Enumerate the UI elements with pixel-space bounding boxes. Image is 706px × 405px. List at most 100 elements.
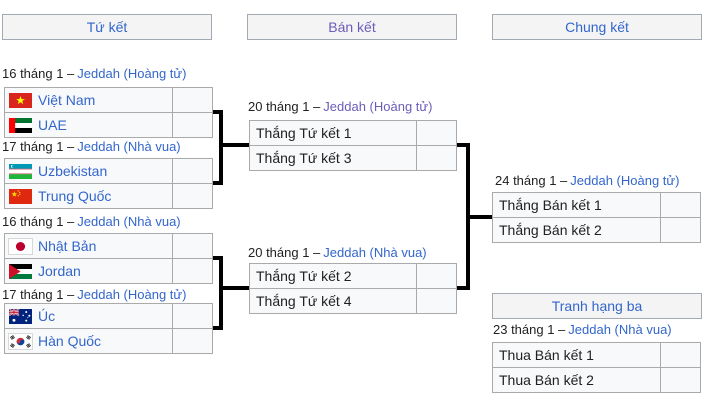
team-row: Thua Bán kết 2 <box>493 367 700 392</box>
match-date-sf2: 20 tháng 1 –Jeddah (Nhà vua) <box>248 245 427 260</box>
team-row: Thắng Tứ kết 1 <box>250 121 456 145</box>
date-text: 23 tháng 1 – <box>493 322 566 337</box>
round-header-link-semifinals[interactable]: Bán kết <box>328 19 376 35</box>
round-header-link-final[interactable]: Chung kết <box>565 19 629 35</box>
venue-link-qf2[interactable]: Jeddah (Nhà vua) <box>77 139 181 154</box>
match-qf2: Uzbekistan Trung Quốc <box>4 158 213 209</box>
round-header-final: Chung kết <box>492 14 702 40</box>
venue-link-qf4[interactable]: Jeddah (Hoàng tử) <box>77 287 187 302</box>
australia-flag-icon <box>9 308 32 324</box>
match-qf1: Việt Nam UAE <box>4 87 213 138</box>
jordan-flag-icon <box>9 263 32 279</box>
match-third-place: Thua Bán kết 1 Thua Bán kết 2 <box>492 342 701 393</box>
venue-link-third-place[interactable]: Jeddah (Nhà vua) <box>568 322 672 337</box>
team-row: UAE <box>5 112 212 137</box>
team-row: Thắng Tứ kết 3 <box>250 145 456 170</box>
team-row: Jordan <box>5 258 212 283</box>
match-date-qf3: 16 tháng 1 –Jeddah (Nhà vua) <box>2 214 181 229</box>
venue-link-sf1[interactable]: Jeddah (Hoàng tử) <box>323 99 433 114</box>
team-placeholder: Thua Bán kết 1 <box>499 347 594 363</box>
match-date-third-place: 23 tháng 1 –Jeddah (Nhà vua) <box>493 322 672 337</box>
team-placeholder: Thắng Tứ kết 4 <box>256 293 352 309</box>
team-link-uzbekistan[interactable]: Uzbekistan <box>38 163 108 179</box>
score-cell <box>660 343 700 367</box>
vietnam-flag-icon <box>9 92 32 108</box>
score-cell <box>416 289 456 313</box>
bracket-connector <box>219 110 223 185</box>
china-flag-icon <box>9 188 32 204</box>
match-final: Thắng Bán kết 1 Thắng Bán kết 2 <box>492 192 701 243</box>
date-text: 17 tháng 1 – <box>2 287 75 302</box>
team-row: Việt Nam <box>5 88 212 112</box>
bracket-connector <box>223 286 249 290</box>
score-cell <box>172 259 212 283</box>
score-cell <box>172 329 212 353</box>
match-sf1: Thắng Tứ kết 1 Thắng Tứ kết 3 <box>249 120 457 171</box>
south-korea-flag-icon <box>8 332 33 350</box>
team-placeholder: Thắng Tứ kết 1 <box>256 125 352 141</box>
bracket-connector <box>213 181 223 185</box>
team-placeholder: Thắng Bán kết 2 <box>499 222 602 238</box>
bracket-connector <box>213 256 223 260</box>
team-link-south-korea[interactable]: Hàn Quốc <box>38 333 102 349</box>
venue-link-qf3[interactable]: Jeddah (Nhà vua) <box>77 214 181 229</box>
team-placeholder: Thắng Bán kết 1 <box>499 197 602 213</box>
japan-flag-icon <box>8 237 33 255</box>
match-date-qf1: 16 tháng 1 –Jeddah (Hoàng tử) <box>2 66 186 81</box>
score-cell <box>660 368 700 392</box>
round-header-semifinals: Bán kết <box>247 14 457 40</box>
date-text: 16 tháng 1 – <box>2 214 75 229</box>
team-row: Nhật Bản <box>5 234 212 258</box>
bracket-connector <box>213 110 223 114</box>
match-sf2: Thắng Tứ kết 2 Thắng Tứ kết 4 <box>249 263 457 314</box>
round-header-link-third-place[interactable]: Tranh hạng ba <box>551 298 643 314</box>
bracket-connector <box>457 286 466 290</box>
venue-link-sf2[interactable]: Jeddah (Nhà vua) <box>323 245 427 260</box>
match-qf3: Nhật Bản Jordan <box>4 233 213 284</box>
team-link-china[interactable]: Trung Quốc <box>38 188 112 204</box>
team-row: Thua Bán kết 1 <box>493 343 700 367</box>
team-link-uae[interactable]: UAE <box>38 117 67 133</box>
team-row: Thắng Tứ kết 4 <box>250 288 456 313</box>
team-link-australia[interactable]: Úc <box>38 308 56 324</box>
score-cell <box>172 234 212 258</box>
bracket-connector <box>470 215 492 219</box>
team-link-vietnam[interactable]: Việt Nam <box>38 92 96 108</box>
bracket-connector <box>213 326 223 330</box>
score-cell <box>416 264 456 288</box>
team-link-jordan[interactable]: Jordan <box>38 263 81 279</box>
match-qf4: Úc Hàn Quốc <box>4 303 213 354</box>
score-cell <box>172 88 212 112</box>
bracket-connector <box>223 143 249 147</box>
score-cell <box>416 146 456 170</box>
round-header-quarterfinals: Tứ kết <box>2 14 212 40</box>
team-placeholder: Thắng Tứ kết 3 <box>256 150 352 166</box>
score-cell <box>660 193 700 217</box>
score-cell <box>172 159 212 183</box>
venue-link-qf1[interactable]: Jeddah (Hoàng tử) <box>77 66 187 81</box>
team-row: Thắng Bán kết 2 <box>493 217 700 242</box>
round-header-link-quarterfinals[interactable]: Tứ kết <box>86 19 128 35</box>
team-row: Hàn Quốc <box>5 328 212 353</box>
match-date-final: 24 tháng 1 –Jeddah (Hoàng tử) <box>495 173 679 188</box>
team-link-japan[interactable]: Nhật Bản <box>38 238 97 254</box>
team-row: Uzbekistan <box>5 159 212 183</box>
score-cell <box>660 218 700 242</box>
bracket-connector <box>466 143 470 290</box>
venue-link-final[interactable]: Jeddah (Hoàng tử) <box>570 173 680 188</box>
score-cell <box>172 184 212 208</box>
team-row: Úc <box>5 304 212 328</box>
uae-flag-icon <box>9 117 32 133</box>
score-cell <box>172 113 212 137</box>
match-date-sf1: 20 tháng 1 –Jeddah (Hoàng tử) <box>248 99 432 114</box>
match-date-qf2: 17 tháng 1 –Jeddah (Nhà vua) <box>2 139 181 154</box>
team-row: Thắng Tứ kết 2 <box>250 264 456 288</box>
score-cell <box>172 304 212 328</box>
uzbekistan-flag-icon <box>9 163 32 179</box>
round-header-third-place: Tranh hạng ba <box>492 293 702 319</box>
bracket-connector <box>457 143 466 147</box>
date-text: 20 tháng 1 – <box>248 245 321 260</box>
team-row: Thắng Bán kết 1 <box>493 193 700 217</box>
team-row: Trung Quốc <box>5 183 212 208</box>
